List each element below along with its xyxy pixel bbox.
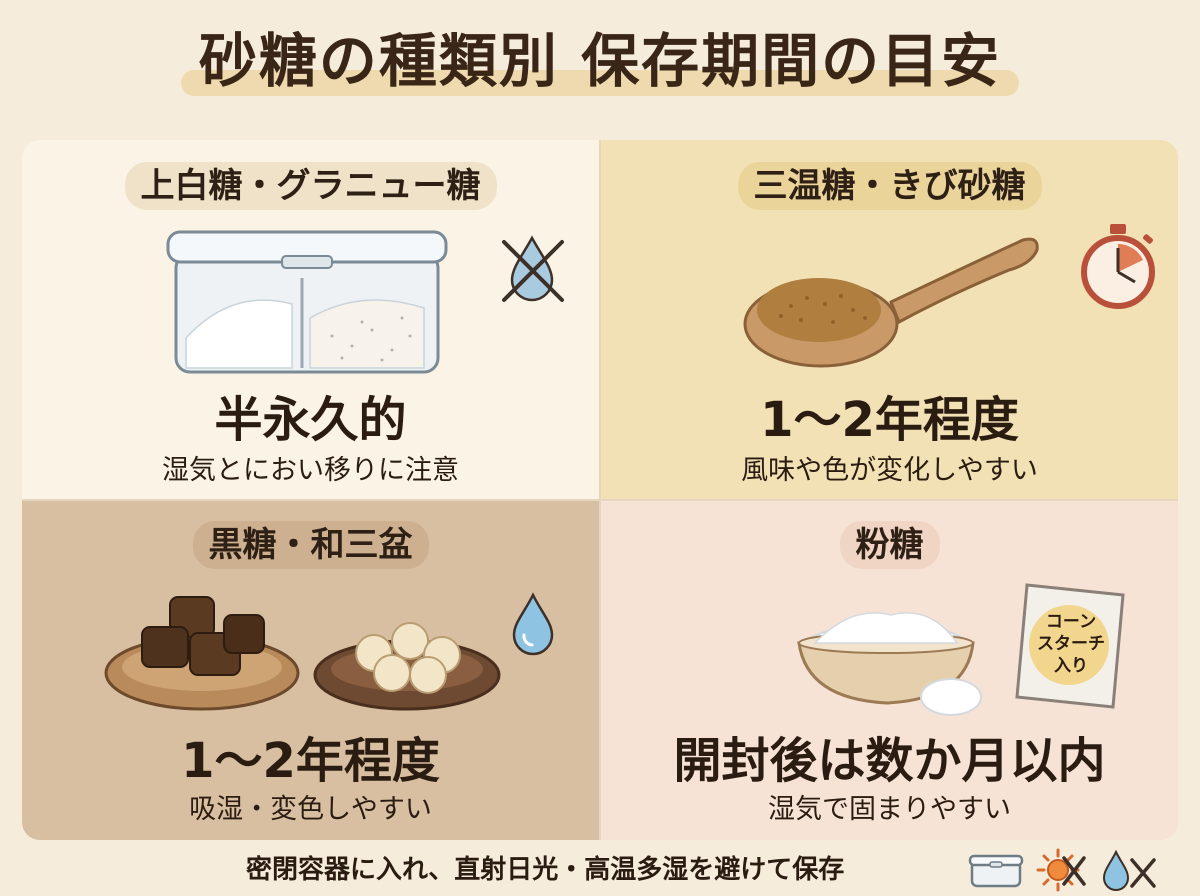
brown-sugar-plate-icon — [104, 596, 300, 711]
storage-note: 湿気で固まりやすい — [768, 794, 1011, 825]
footer-note: 密閉容器に入れ、直射日光・高温多湿を避けて保存 — [246, 855, 845, 885]
title-area: 砂糖の種類別 保存期間の目安 — [0, 22, 1200, 100]
panel-heading: 上白糖・グラニュー糖 — [124, 162, 497, 210]
panel-heading-chip: 上白糖・グラニュー糖 — [22, 162, 599, 210]
bag-label-line2: スターチ — [1037, 634, 1105, 654]
bag-label-line3: 入り — [1054, 656, 1088, 676]
bag-label-line1: コーン — [1046, 612, 1096, 632]
panel-white-sugar: 上白糖・グラニュー糖 半永久的 湿気とにおい移りに注意 — [22, 140, 599, 499]
water-drop-icon — [512, 592, 554, 656]
sugar-grid: 上白糖・グラニュー糖 半永久的 湿気とにおい移りに注意 三温糖・きび砂糖 — [22, 140, 1178, 840]
footer: 密閉容器に入れ、直射日光・高温多湿を避けて保存 — [0, 848, 1200, 892]
panel-heading-chip: 粉糖 — [601, 521, 1178, 569]
panel-heading: 三温糖・きび砂糖 — [737, 162, 1042, 210]
storage-note: 吸湿・変色しやすい — [189, 794, 432, 825]
powdered-sugar-bowl-icon — [797, 612, 982, 716]
panel-heading-chip: 黒糖・和三盆 — [22, 521, 599, 569]
wasanbon-plate-icon — [313, 622, 501, 711]
storage-period: 1〜2年程度 — [760, 392, 1019, 448]
sugar-container-icon — [166, 230, 448, 374]
storage-note: 風味や色が変化しやすい — [741, 455, 1038, 486]
panel-heading-chip: 三温糖・きび砂糖 — [601, 162, 1178, 210]
storage-period: 開封後は数か月以内 — [673, 733, 1106, 789]
panel-heading: 黒糖・和三盆 — [192, 521, 429, 569]
no-sun-icon — [1036, 848, 1086, 892]
page-title: 砂糖の種類別 保存期間の目安 — [180, 22, 1020, 100]
panel-brown-sugar: 三温糖・きび砂糖 1〜2年程度 風味や色が変化しやすい — [601, 140, 1178, 499]
panel-powdered-sugar: 粉糖 コーン スターチ 入り 開封後は数か月以内 湿気で固まりやすい — [601, 501, 1178, 840]
cornstarch-bag-icon: コーン スターチ 入り — [1015, 583, 1125, 709]
wooden-spoon-icon — [743, 237, 1039, 368]
panel-kokuto-wasanbon: 黒糖・和三盆 1〜2年程度 吸湿・変色しやすい — [22, 501, 599, 840]
no-water-icon — [1102, 849, 1156, 891]
sealed-container-icon — [968, 854, 1024, 888]
storage-period: 1〜2年程度 — [181, 733, 440, 789]
timer-icon — [1081, 224, 1155, 309]
no-water-icon — [502, 235, 564, 302]
panel-heading: 粉糖 — [839, 521, 940, 569]
storage-period: 半永久的 — [214, 392, 407, 448]
storage-note: 湿気とにおい移りに注意 — [162, 455, 459, 486]
